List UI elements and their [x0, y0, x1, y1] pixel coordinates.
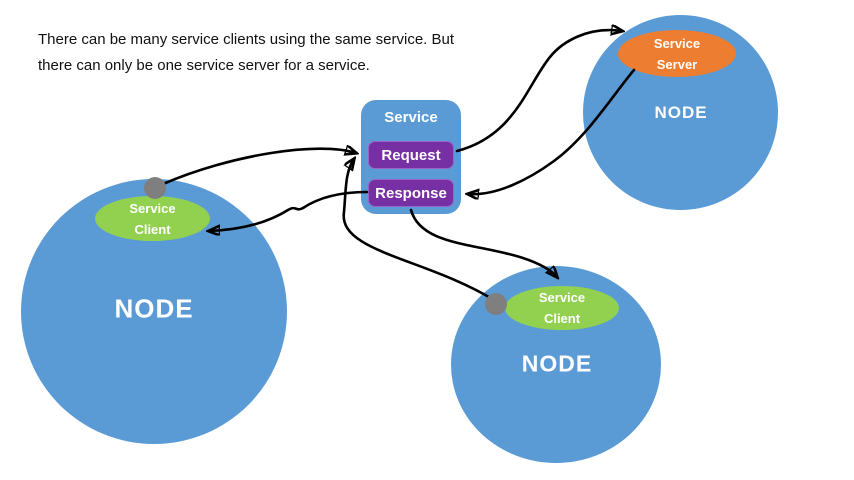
service-client-ellipse-bottom: Service Client — [505, 286, 619, 330]
left-node-label: NODE — [114, 293, 194, 324]
right-node-label: NODE — [654, 103, 708, 122]
arrow-left-client-to-request — [161, 149, 356, 186]
bottom-node-label: NODE — [521, 350, 593, 377]
service-client-bottom-label-line2: Client — [543, 311, 581, 326]
service-client-left-label-line1: Service — [129, 200, 176, 216]
annotation-line-2: there can only be one service server for… — [38, 57, 370, 74]
response-label: Response — [375, 184, 447, 202]
request-box: Request — [368, 141, 454, 169]
service-box-title: Service — [384, 109, 438, 126]
service-server-label-line2: Server — [656, 56, 698, 72]
service-box: Service Request Response — [361, 100, 461, 214]
request-label: Request — [381, 146, 441, 164]
annotation-text: There can be many service clients using … — [38, 27, 508, 79]
service-client-ellipse-left: Service Client — [95, 196, 210, 241]
service-server-label-line1: Service — [653, 35, 701, 51]
response-box: Response — [368, 179, 454, 207]
service-client-bottom-label-line1: Service — [538, 290, 586, 305]
service-server-ellipse: Service Server — [618, 30, 736, 77]
annotation-line-1: There can be many service clients using … — [38, 31, 455, 48]
service-client-left-label-line2: Client — [134, 221, 171, 237]
